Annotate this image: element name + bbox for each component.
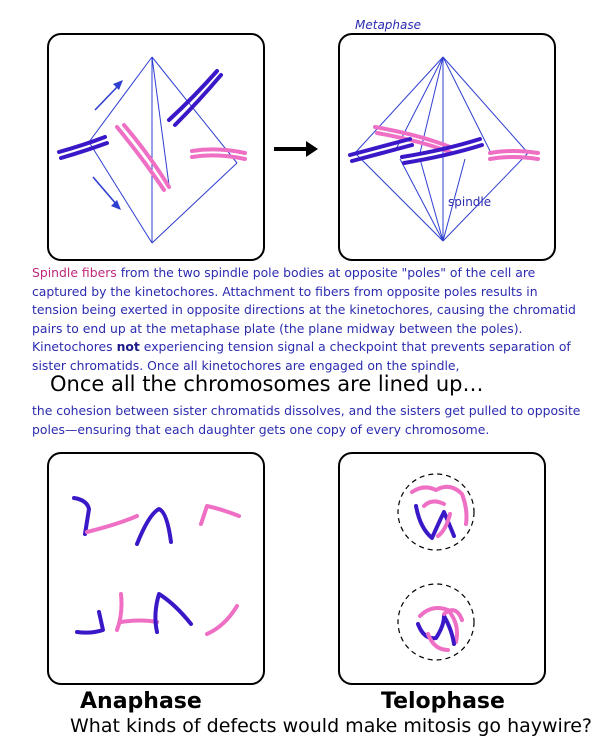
closing-question: What kinds of defects would make mitosis… [70,715,593,737]
metaphase-label: Metaphase [355,18,422,32]
spindle-fibers-term: Spindle fibers [32,265,117,280]
chromosomes [72,496,241,636]
nucleus-bottom [397,583,475,661]
panel-anaphase [47,452,265,685]
chromosomes [410,484,469,652]
prometaphase-diagram [57,56,247,244]
panel-metaphase: spindle [338,33,556,261]
arrow-icon [92,80,123,210]
spindle-label: spindle [448,195,492,209]
section-heading: Once all the chromosomes are lined up… [50,372,484,396]
telophase-diagram [397,473,475,661]
panel-telophase [338,452,546,685]
nucleus-top [397,473,475,551]
anaphase-diagram [72,496,241,636]
chromosomes [57,69,247,192]
anaphase-label: Anaphase [80,689,202,714]
spindle-fiber-description: Spindle fibers from the two spindle pole… [32,265,576,373]
right-arrow-icon [274,141,318,157]
cohesion-description: the cohesion between sister chromatids d… [32,403,581,437]
telophase-label: Telophase [381,689,505,714]
metaphase-diagram [348,56,540,242]
panel-prometaphase [47,33,265,261]
spindle-fibers [88,56,238,244]
not-emphasis: not [116,339,140,355]
chromosomes [348,125,540,165]
